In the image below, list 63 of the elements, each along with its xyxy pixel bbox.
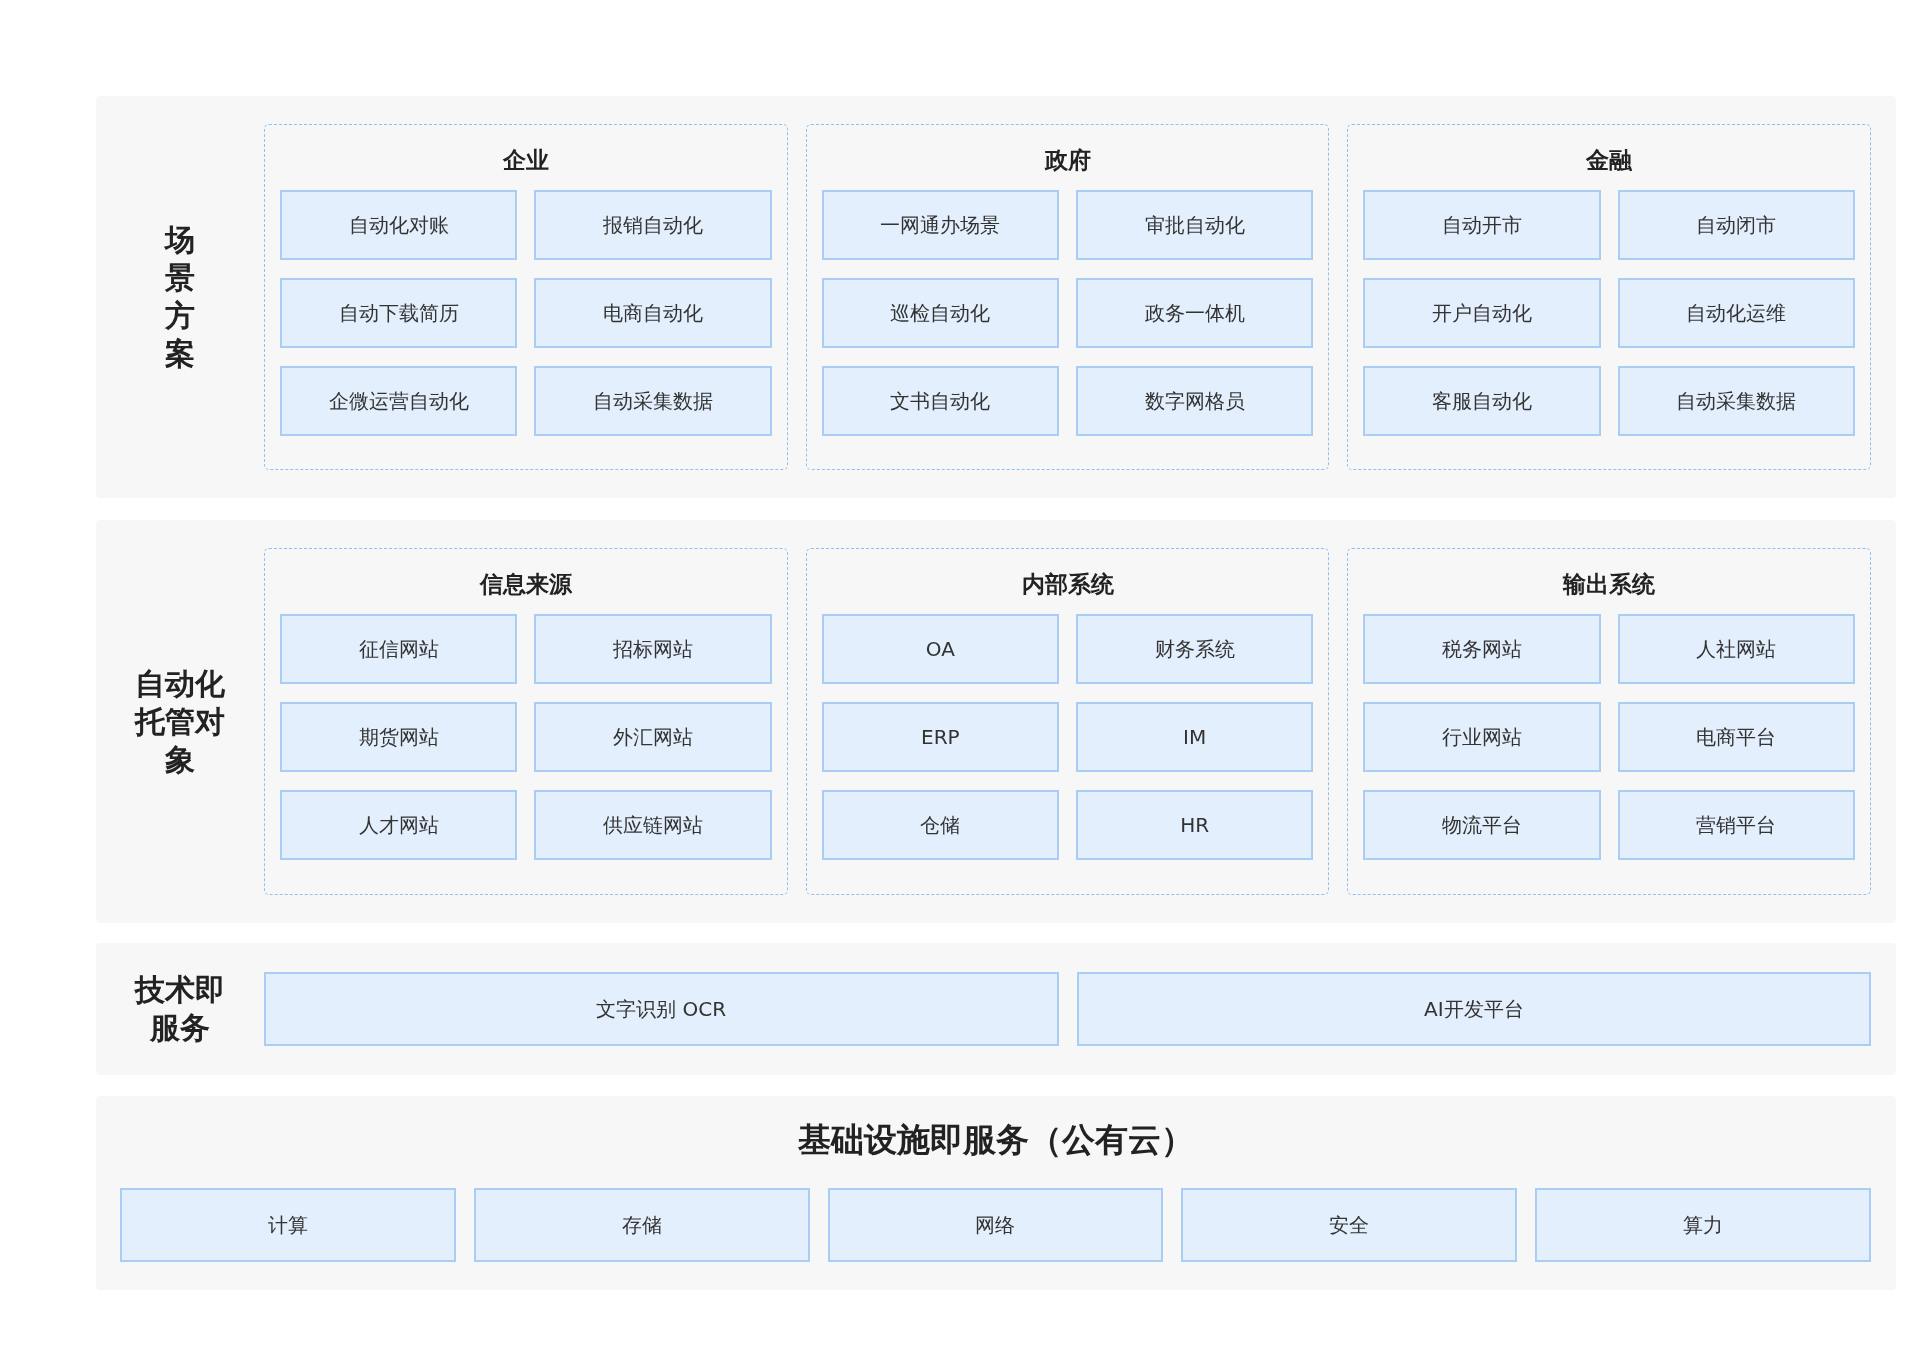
group-panel — [1347, 124, 1871, 470]
group-panel — [805, 124, 1330, 470]
service-box: 电商平台 — [1617, 702, 1855, 772]
group-panel — [264, 548, 788, 895]
group-panel — [1347, 548, 1871, 895]
service-box: 文书自动化 — [821, 366, 1059, 436]
group-panel — [264, 124, 788, 470]
group-title: 内部系统 — [1021, 570, 1114, 599]
service-box: 供应链网站 — [534, 790, 772, 860]
service-box: 财务系统 — [1076, 614, 1314, 684]
service-box: 电商自动化 — [534, 278, 772, 348]
layer-label: 场景方案 — [163, 221, 196, 373]
service-box: 算力 — [1535, 1188, 1871, 1262]
service-box: 营销平台 — [1617, 790, 1855, 860]
service-box: 文字识别 OCR — [264, 972, 1059, 1046]
group-title: 输出系统 — [1563, 570, 1656, 599]
service-box: IM — [1076, 702, 1314, 772]
service-box: 征信网站 — [280, 614, 518, 684]
layer-panel — [96, 943, 1896, 1075]
service-box: 税务网站 — [1363, 614, 1601, 684]
service-box: 数字网格员 — [1076, 366, 1314, 436]
service-box: 自动开市 — [1363, 190, 1601, 260]
service-box: 存储 — [473, 1188, 810, 1262]
service-box: 自动采集数据 — [1617, 366, 1855, 436]
service-box: 仓储 — [821, 790, 1059, 860]
group-title: 金融 — [1586, 146, 1633, 175]
service-box: 自动闭市 — [1617, 190, 1855, 260]
service-box: 企微运营自动化 — [280, 366, 518, 436]
service-box: 报销自动化 — [534, 190, 772, 260]
service-box: 自动化对账 — [280, 190, 518, 260]
service-box: 自动采集数据 — [534, 366, 772, 436]
group-title: 信息来源 — [479, 570, 572, 599]
service-box: 人才网站 — [280, 790, 518, 860]
service-box: 网络 — [827, 1188, 1164, 1262]
group-title: 政府 — [1044, 146, 1091, 175]
layer-panel — [96, 96, 1896, 498]
service-box: 政务一体机 — [1076, 278, 1314, 348]
service-box: HR — [1076, 790, 1314, 860]
service-box: AI开发平台 — [1076, 972, 1871, 1046]
service-box: ERP — [821, 702, 1059, 772]
service-box: OA — [821, 614, 1059, 684]
layer-panel — [96, 1096, 1896, 1290]
service-box: 招标网站 — [534, 614, 772, 684]
group-panel — [805, 548, 1330, 895]
service-box: 审批自动化 — [1076, 190, 1314, 260]
service-box: 期货网站 — [280, 702, 518, 772]
group-title: 企业 — [502, 146, 549, 175]
service-box: 自动下载简历 — [280, 278, 518, 348]
layer-label: 自动化托管对象 — [134, 664, 226, 779]
layer-panel — [96, 520, 1896, 923]
service-box: 行业网站 — [1363, 702, 1601, 772]
service-box: 物流平台 — [1363, 790, 1601, 860]
service-box: 一网通办场景 — [821, 190, 1059, 260]
service-box: 自动化运维 — [1617, 278, 1855, 348]
service-box: 计算 — [120, 1188, 456, 1262]
layer-label: 技术即服务 — [134, 971, 226, 1047]
service-box: 巡检自动化 — [821, 278, 1059, 348]
service-box: 人社网站 — [1617, 614, 1855, 684]
service-box: 客服自动化 — [1363, 366, 1601, 436]
service-box: 外汇网站 — [534, 702, 772, 772]
service-box: 开户自动化 — [1363, 278, 1601, 348]
service-box: 安全 — [1181, 1188, 1518, 1262]
layer-title: 基础设施即服务（公有云） — [798, 1119, 1194, 1161]
